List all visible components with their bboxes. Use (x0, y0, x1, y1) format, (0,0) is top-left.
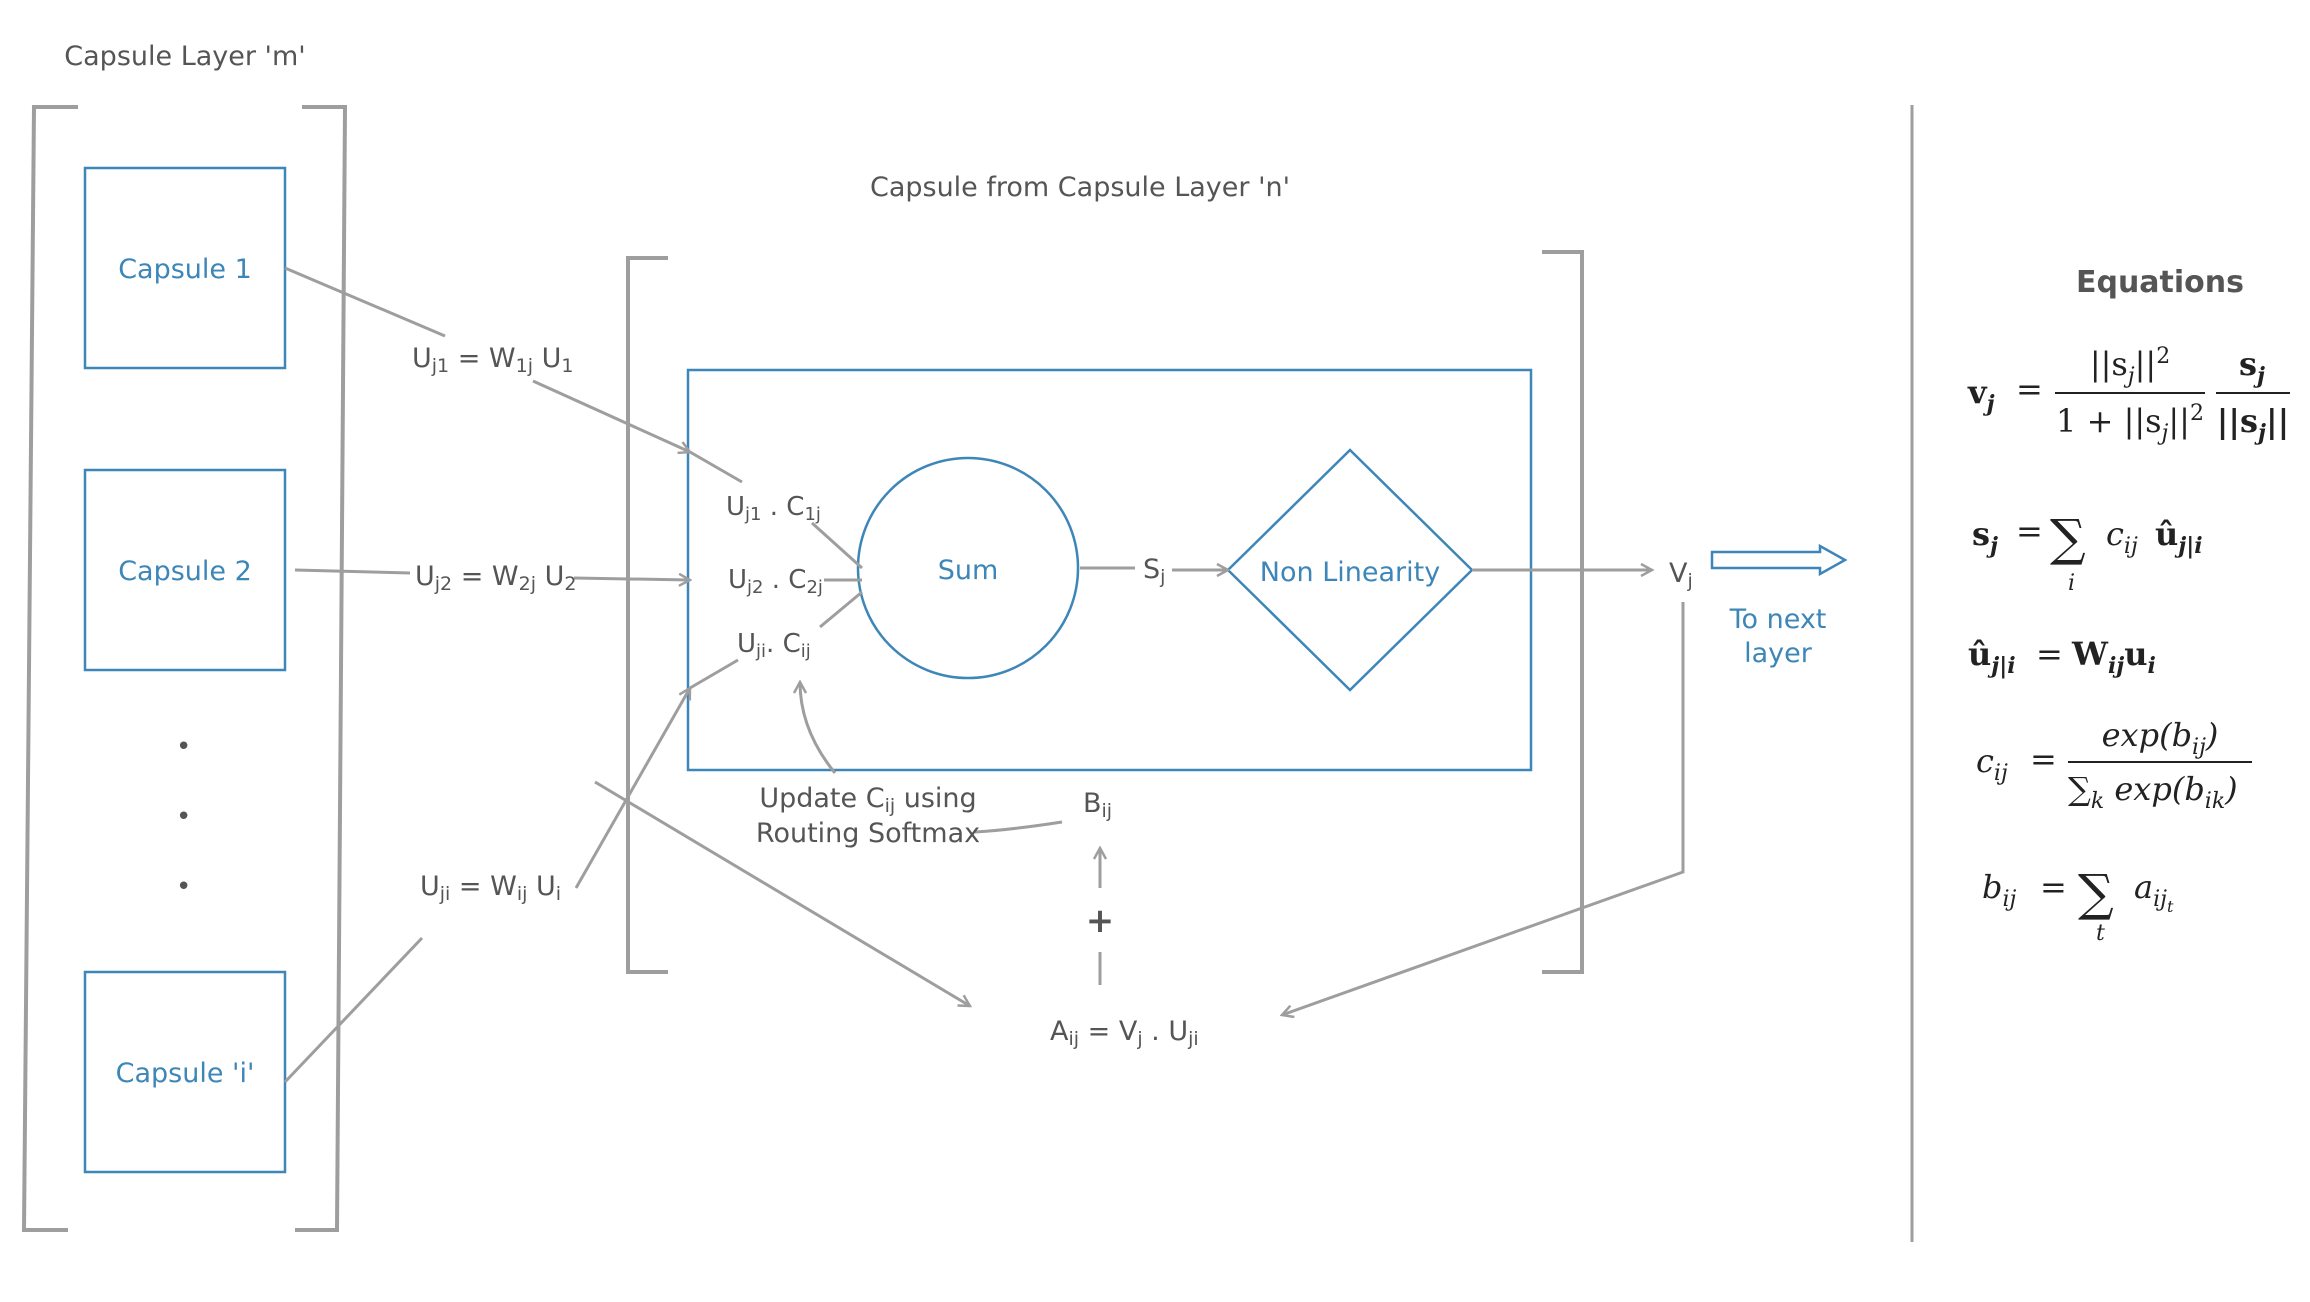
svg-text:cij: cij (1976, 742, 2008, 786)
update-line-2: Routing Softmax (756, 818, 980, 849)
svg-text:∑k exp(bik): ∑k exp(bik) (2068, 770, 2238, 814)
layer-n-title: Capsule from Capsule Layer 'n' (870, 172, 1290, 203)
prediction-to-agreement-arrow (594, 780, 970, 1006)
capsule-2: Capsule 2 (83, 468, 287, 672)
sum-node: Sum (856, 456, 1080, 680)
svg-text:bij: bij (1982, 868, 2017, 912)
to-next-layer-arrow (1710, 543, 1848, 577)
sum-label: Sum (938, 555, 999, 586)
svg-text:=: = (2040, 868, 2067, 906)
weighted-1-label: Uj1 . C1j (726, 492, 821, 525)
equation-4: cij = exp(bij) ∑k exp(bik) (1976, 716, 2252, 814)
svg-text:vj: vj (1967, 373, 1995, 417)
weighted-i-to-sum (819, 590, 863, 629)
svg-text:1 + ||sj||2: 1 + ||sj||2 (2056, 401, 2204, 446)
capsule-i: Capsule 'i' (83, 970, 287, 1174)
prediction-2-arrow (573, 578, 690, 580)
weighted-i-label: Uji. Cij (737, 629, 811, 662)
layer-m-title: Capsule Layer 'm' (64, 41, 305, 72)
agreement-label: Aij = Vj . Uji (1050, 1016, 1199, 1050)
b-label: Bij (1083, 788, 1112, 822)
layer-m-bracket (21, 105, 348, 1232)
equation-2: sj = ∑ i cij ûj|i (1972, 509, 2203, 596)
capsule-2-line (294, 568, 411, 575)
svg-text:sj: sj (2239, 345, 2265, 389)
v-label: Vj (1669, 558, 1693, 592)
capsule-2-label: Capsule 2 (118, 556, 252, 587)
weighted-1-to-sum (810, 521, 864, 570)
update-curve-arrow (800, 682, 837, 774)
prediction-i-tail (689, 658, 739, 690)
svg-text:aijt: aijt (2134, 868, 2174, 916)
svg-text:||sj||2: ||sj||2 (2090, 344, 2170, 389)
equations-title: Equations (2076, 265, 2244, 300)
nonlinearity-label: Non Linearity (1260, 557, 1440, 588)
svg-text:=: = (2030, 740, 2057, 778)
update-line-1: Update Cij using (759, 783, 976, 817)
ellipsis-dot-1: • (176, 732, 191, 762)
nonlinearity-node: Non Linearity (1226, 448, 1474, 692)
prediction-1-label: Uj1 = W1j U1 (412, 343, 573, 377)
prediction-2-label: Uj2 = W2j U2 (415, 561, 576, 595)
capsule-1-label: Capsule 1 (118, 254, 252, 285)
ellipsis-dot-2: • (176, 802, 191, 832)
svg-text:t: t (2096, 921, 2105, 946)
svg-text:cij: cij (2106, 515, 2138, 559)
svg-text:=: = (2036, 635, 2063, 673)
plus-sign: + (1086, 901, 1115, 941)
prediction-1-arrow (532, 379, 690, 452)
prediction-1-tail (689, 450, 743, 484)
equation-1: vj = ||sj||2 1 + ||sj||2 sj ||sj|| (1967, 344, 2290, 446)
prediction-i-label: Uji = Wij Ui (420, 871, 561, 905)
svg-text:Wijui: Wijui (2071, 635, 2156, 679)
capsule-i-line-lower (283, 936, 424, 1084)
svg-text:||sj||: ||sj|| (2217, 402, 2290, 446)
capsule-1-line (284, 266, 446, 338)
svg-text:=: = (2016, 512, 2043, 550)
weighted-2-label: Uj2 . C2j (728, 565, 823, 598)
svg-text:i: i (2068, 571, 2075, 596)
b-to-update-line (974, 820, 1063, 834)
svg-text:∑: ∑ (2078, 864, 2114, 922)
svg-text:ûj|i: ûj|i (2155, 515, 2203, 559)
s-label: Sj (1143, 554, 1165, 588)
capsule-1: Capsule 1 (83, 166, 287, 370)
v-feedback-arrow (1282, 602, 1685, 1015)
to-next-line-1: To next (1729, 604, 1827, 635)
svg-text:=: = (2016, 370, 2043, 408)
capsule-i-label: Capsule 'i' (116, 1058, 255, 1089)
to-next-line-2: layer (1744, 638, 1813, 669)
equation-3: ûj|i = Wijui (1968, 635, 2156, 679)
ellipsis-dot-3: • (176, 872, 191, 902)
svg-text:∑: ∑ (2050, 509, 2086, 567)
svg-text:sj: sj (1972, 515, 1998, 559)
svg-text:exp(bij): exp(bij) (2102, 716, 2219, 760)
svg-text:ûj|i: ûj|i (1968, 635, 2016, 679)
prediction-i-arrow (574, 688, 692, 889)
equation-5: bij = ∑ t aijt (1982, 864, 2174, 946)
layer-n-bracket (626, 250, 1584, 974)
